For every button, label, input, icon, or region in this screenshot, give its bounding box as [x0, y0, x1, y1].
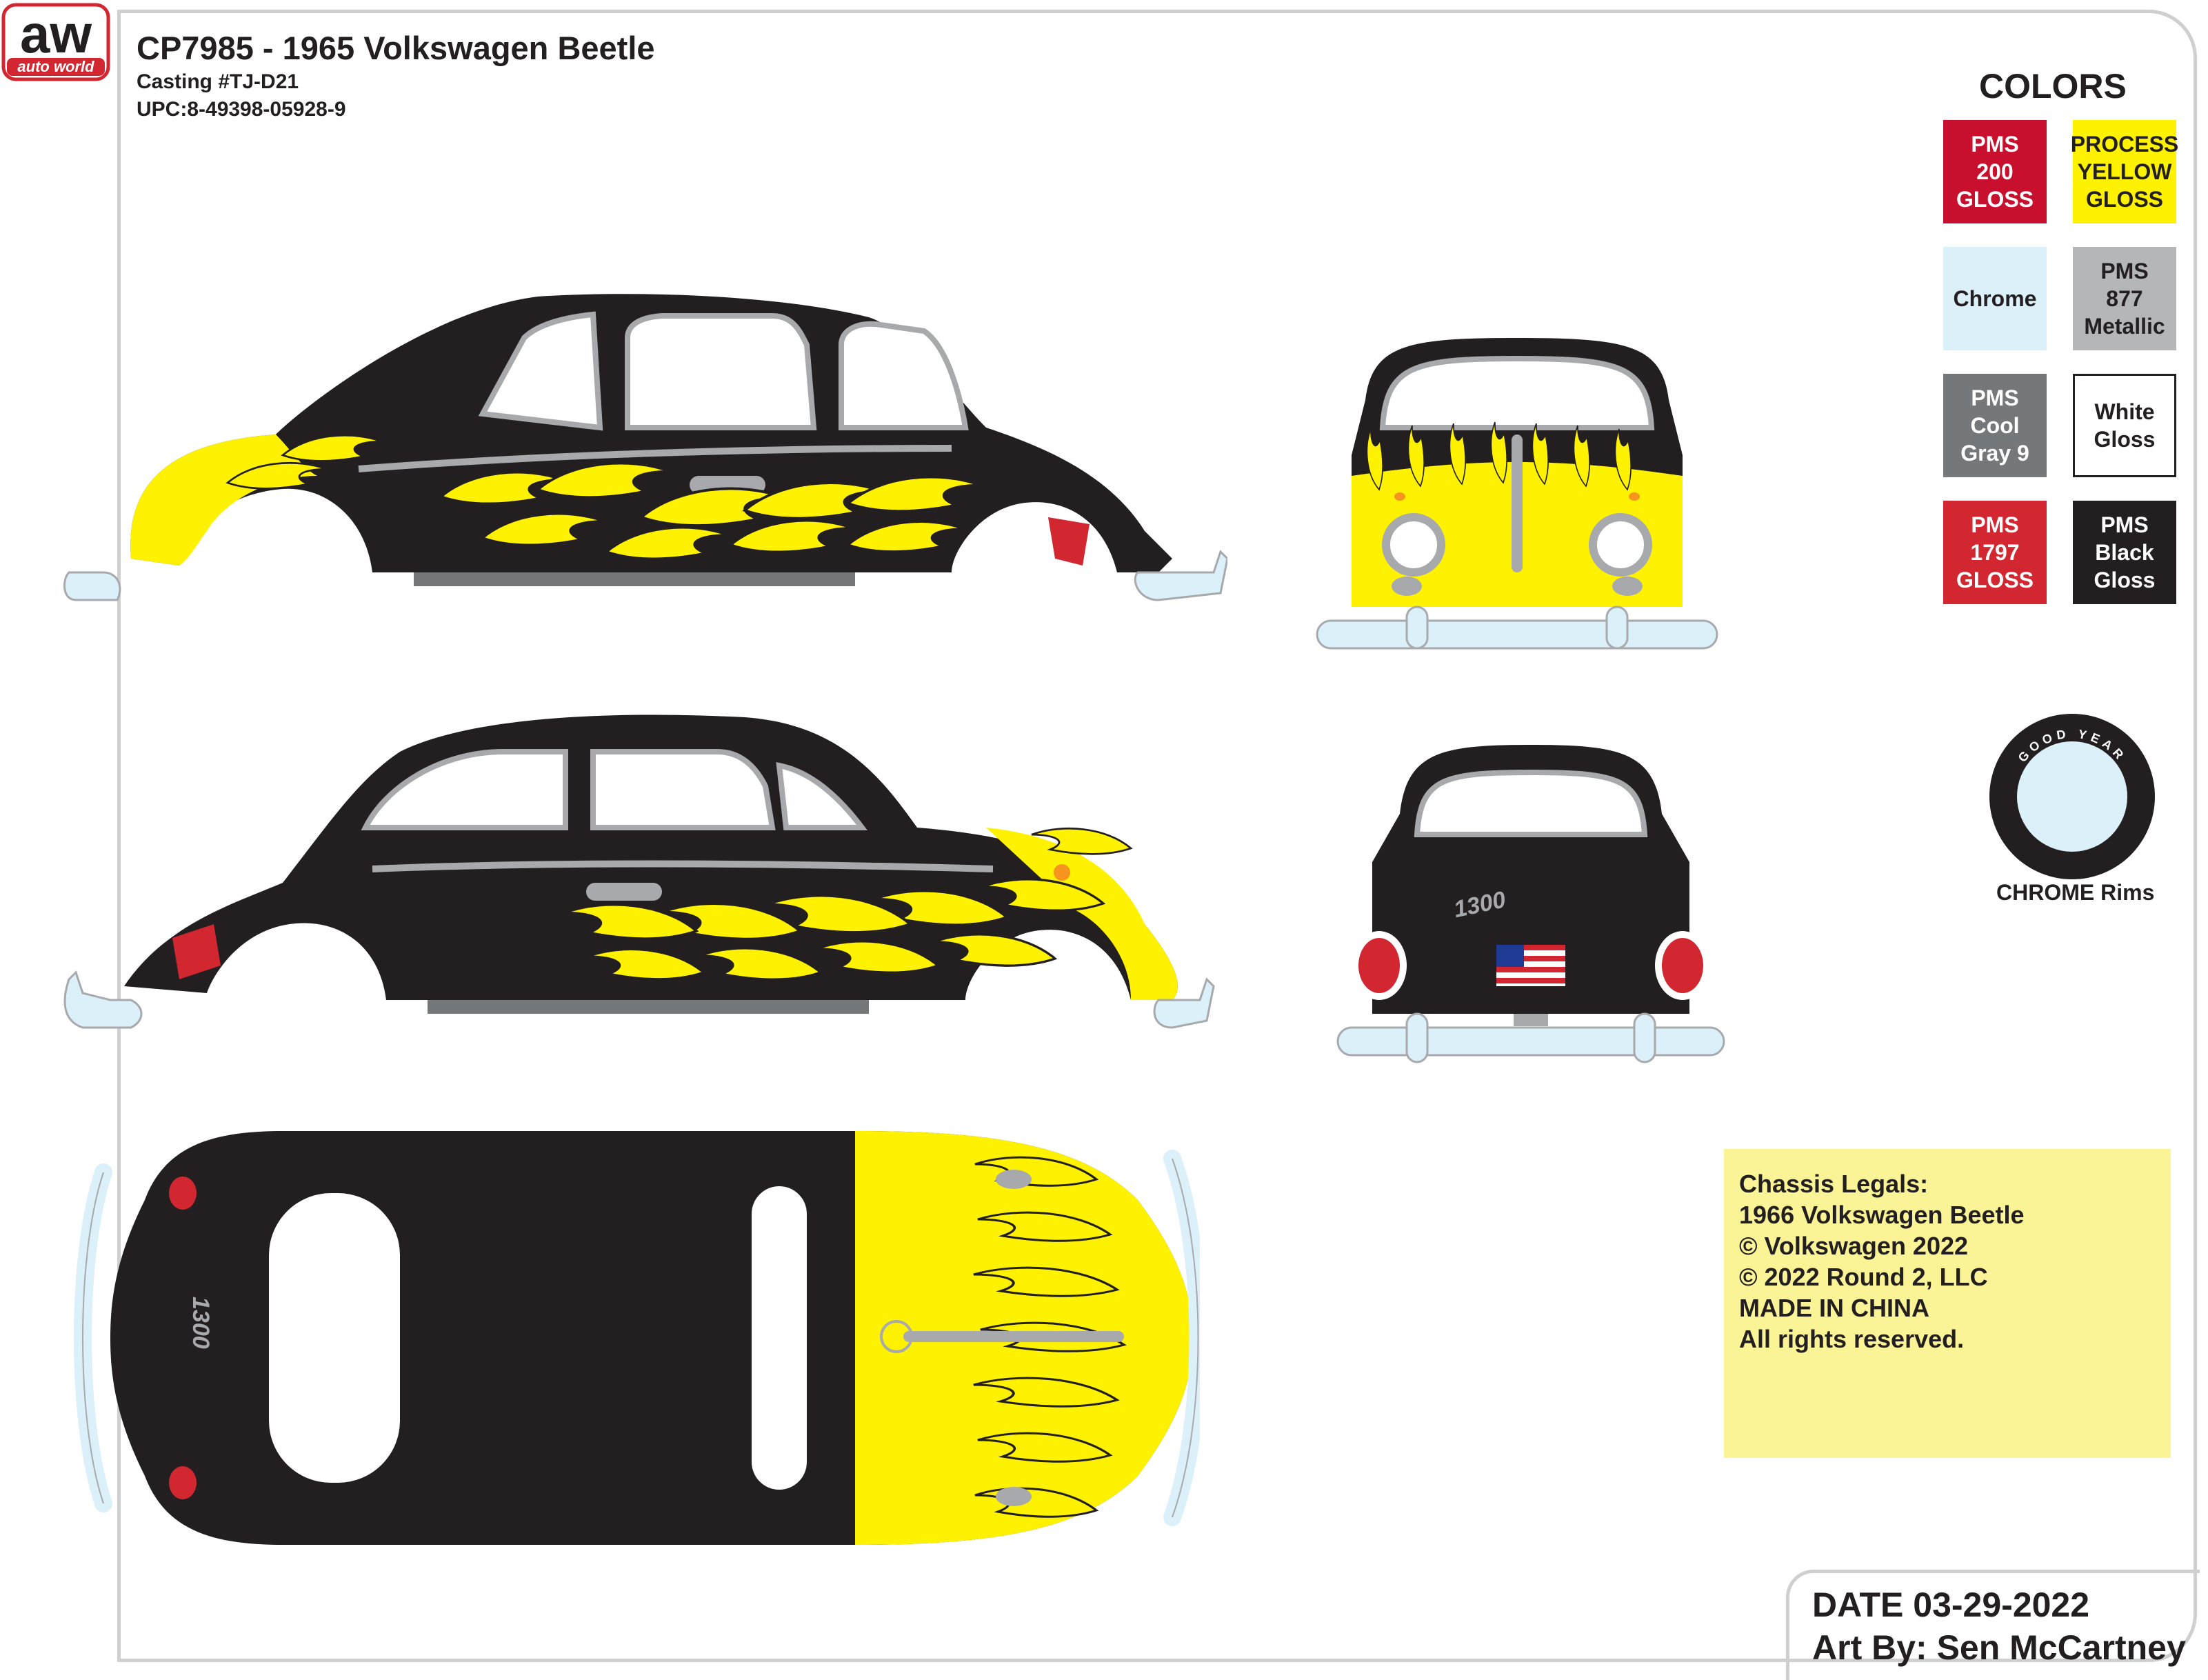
logo-subtext: auto world — [17, 58, 94, 75]
chassis-legals-box — [1724, 1149, 2171, 1458]
colors-heading: COLORS — [1979, 67, 2127, 106]
legal-line: Chassis Legals: — [1739, 1170, 1929, 1198]
color-swatch: White Gloss — [2073, 374, 2176, 477]
logo-mark: aw — [20, 3, 92, 64]
casting-number: Casting #TJ-D21 — [137, 70, 299, 93]
artist-credit: Art By: Sen McCartney — [1812, 1628, 2186, 1667]
top-badge-1300: 1300 — [188, 1297, 214, 1349]
legal-line: 1966 Volkswagen Beetle — [1739, 1201, 2025, 1229]
auto-world-logo: aw auto world — [1, 3, 110, 81]
legal-line: MADE IN CHINA — [1739, 1294, 1929, 1322]
color-swatch: PROCESS YELLOW GLOSS — [2071, 120, 2178, 223]
upc-code: UPC:8-49398-05928-9 — [137, 98, 346, 121]
date-label: DATE 03-29-2022 — [1812, 1586, 2090, 1624]
legal-line: © Volkswagen 2022 — [1739, 1232, 1969, 1260]
tire-rim-icon: GOOD YEAR — [1989, 714, 2155, 879]
color-swatch: PMS 200 GLOSS — [1943, 120, 2047, 223]
front-view — [1316, 338, 1718, 650]
color-swatch: PMS Cool Gray 9 — [1943, 374, 2047, 477]
sheet-frame — [117, 10, 2197, 1662]
rim-label: CHROME Rims — [1996, 880, 2155, 905]
color-swatch: PMS 1797 GLOSS — [1943, 501, 2047, 604]
legal-line: All rights reserved. — [1739, 1325, 1965, 1353]
flag-icon — [1496, 945, 1565, 986]
legal-line: © 2022 Round 2, LLC — [1739, 1263, 1988, 1291]
top-view: 1300 — [74, 1131, 1200, 1545]
side-view-left — [63, 294, 1227, 601]
signature-box — [1786, 1570, 2200, 1680]
side-view-right — [63, 714, 1215, 1029]
color-swatch: Chrome — [1943, 247, 2047, 350]
color-swatch: PMS Black Gloss — [2073, 501, 2176, 604]
page-title: CP7985 - 1965 Volkswagen Beetle — [137, 30, 655, 66]
color-swatch: PMS 877 Metallic — [2073, 247, 2176, 350]
rear-view: 1300 — [1336, 745, 1725, 1063]
